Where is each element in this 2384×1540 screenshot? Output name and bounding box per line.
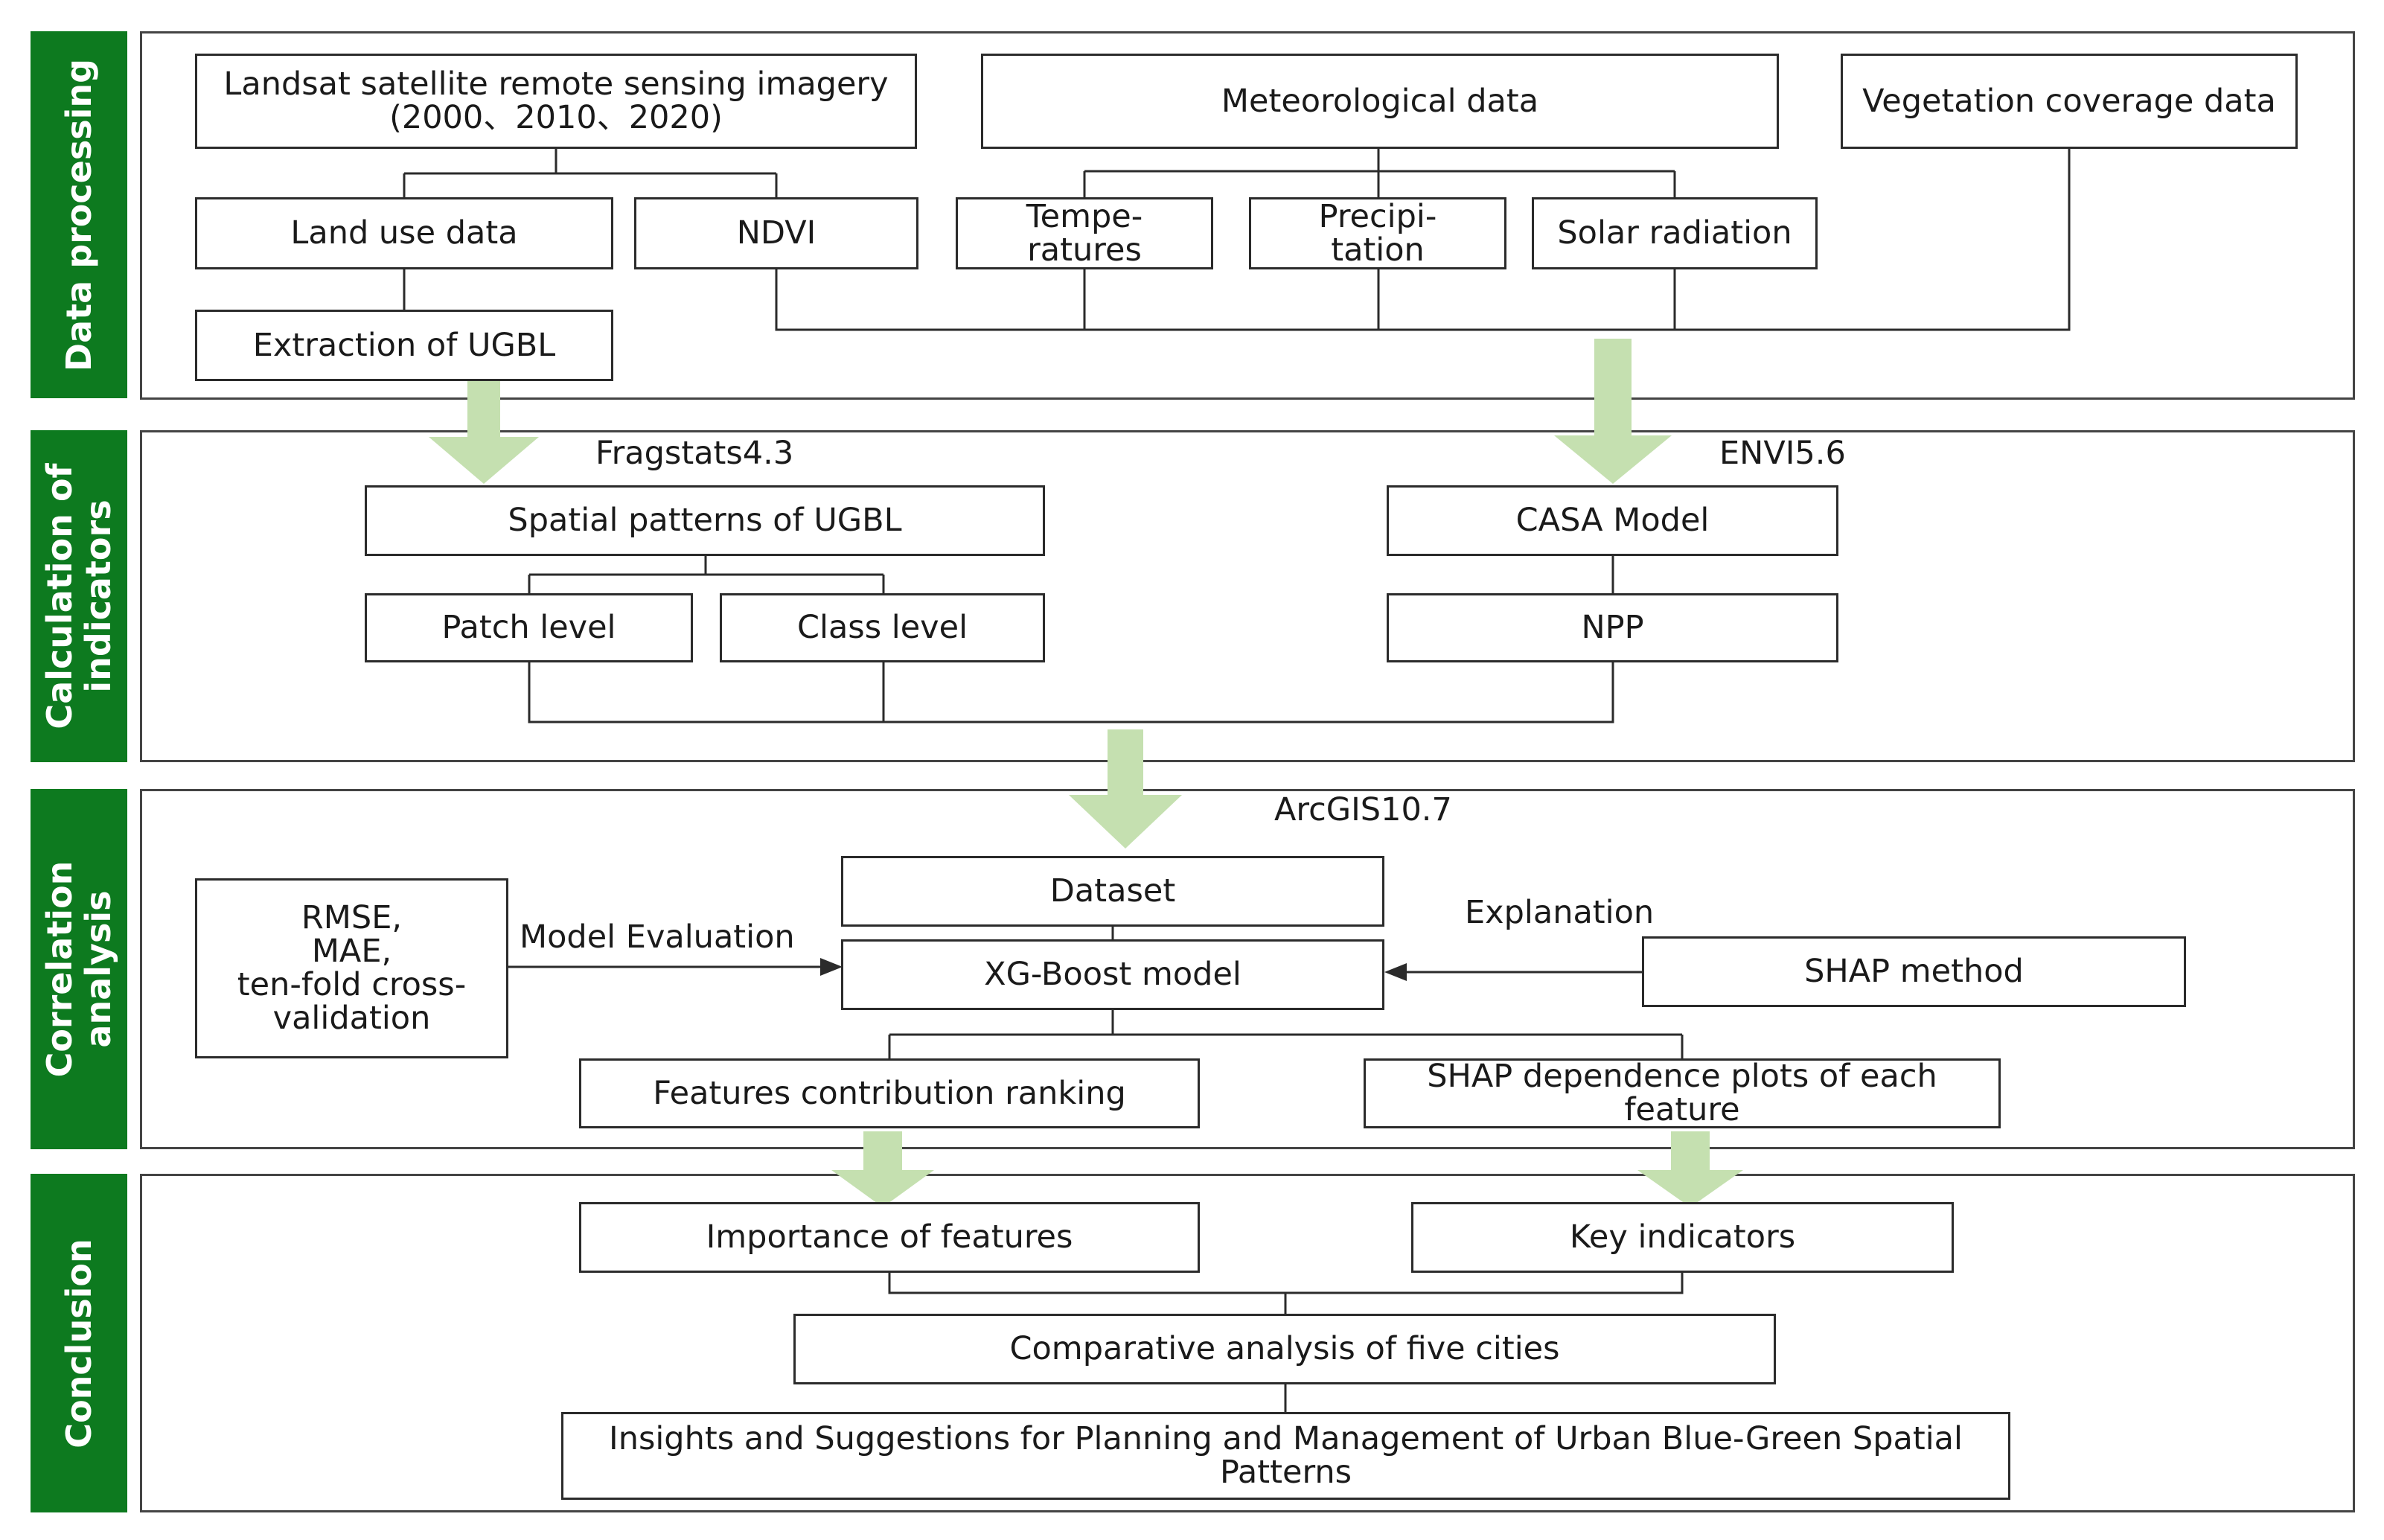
box-metrics: RMSE, MAE, ten-fold cross- validation — [195, 878, 508, 1058]
box-ndvi: NDVI — [634, 197, 918, 269]
box-extraction-ugbl: Extraction of UGBL — [195, 310, 613, 381]
box-temperatures: Tempe- ratures — [956, 197, 1213, 269]
box-comparative: Comparative analysis of five cities — [793, 1314, 1776, 1384]
green-arrow-plots-to-key — [1637, 1131, 1743, 1207]
section-frame-correlation — [140, 789, 2355, 1149]
connector-meteo-split — [1083, 149, 1676, 197]
green-arrow-calc-to-correlation — [1069, 729, 1182, 849]
section-frame-data-processing — [140, 31, 2355, 400]
box-solar-radiation: Solar radiation — [1532, 197, 1818, 269]
box-insights: Insights and Suggestions for Planning an… — [561, 1412, 2010, 1500]
box-vegetation: Vegetation coverage data — [1841, 54, 2298, 149]
connector-xgb-split — [888, 1010, 1684, 1058]
box-land-use: Land use data — [195, 197, 613, 269]
label-arcgis: ArcGIS10.7 — [1274, 791, 1452, 828]
box-importance: Importance of features — [579, 1202, 1200, 1273]
box-npp: NPP — [1387, 593, 1838, 662]
sidebar-conclusion: Conclusion — [31, 1174, 127, 1512]
connector-spatial-split — [528, 556, 885, 593]
box-landsat: Landsat satellite remote sensing imagery… — [195, 54, 917, 149]
box-patch-level: Patch level — [365, 593, 693, 662]
box-meteorological: Meteorological data — [981, 54, 1779, 149]
box-casa-model: CASA Model — [1387, 485, 1838, 556]
box-shap-method: SHAP method — [1642, 936, 2186, 1007]
green-arrow-merge-to-envi — [1554, 339, 1672, 484]
sidebar-correlation: Correlation analysis — [31, 789, 127, 1149]
label-envi: ENVI5.6 — [1719, 435, 1846, 472]
green-arrow-extraction-to-fragstats — [429, 381, 539, 484]
sidebar-data-processing: Data processing — [31, 31, 127, 398]
box-class-level: Class level — [720, 593, 1045, 662]
section-frame-conclusion — [140, 1174, 2355, 1512]
connector-conclusion-merge — [888, 1273, 1684, 1314]
box-dataset: Dataset — [841, 856, 1384, 927]
box-shap-plots: SHAP dependence plots of each feature — [1364, 1058, 2001, 1128]
arrowhead-explanation — [1384, 963, 1407, 981]
label-model-evaluation: Model Evaluation — [520, 918, 795, 956]
label-fragstats: Fragstats4.3 — [595, 435, 794, 472]
arrowhead-model-evaluation — [820, 958, 843, 976]
box-features-ranking: Features contribution ranking — [579, 1058, 1200, 1128]
box-spatial-patterns: Spatial patterns of UGBL — [365, 485, 1045, 556]
sidebar-calculation: Calculation of indicators — [31, 430, 127, 762]
box-key-indicators: Key indicators — [1411, 1202, 1954, 1273]
connector-bottom-merge — [775, 149, 2071, 331]
section-frame-calculation — [140, 430, 2355, 762]
connector-levels-merge — [528, 662, 1614, 723]
green-arrow-ranking-to-importance — [831, 1131, 934, 1207]
box-xgboost: XG-Boost model — [841, 939, 1384, 1010]
label-explanation: Explanation — [1465, 894, 1655, 931]
connector-landsat-split — [403, 149, 778, 197]
box-precipitation: Precipi- tation — [1249, 197, 1506, 269]
